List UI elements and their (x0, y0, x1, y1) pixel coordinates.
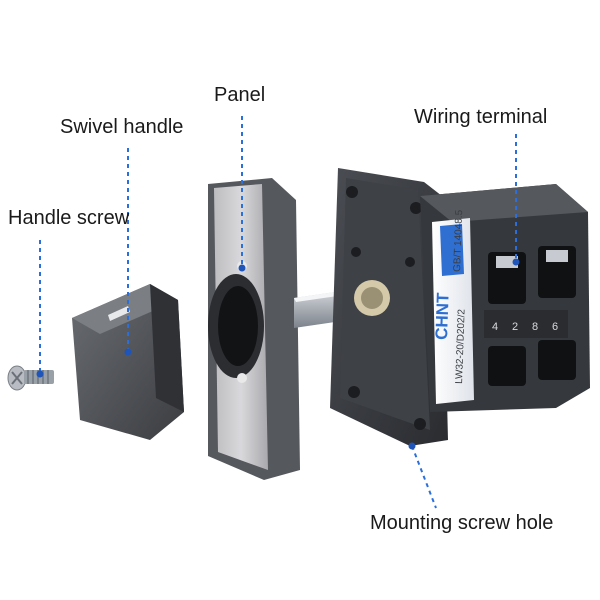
leader-dot-handle-screw (36, 370, 44, 378)
label-handle-screw: Handle screw (8, 207, 130, 229)
swivel-handle-part (72, 284, 184, 440)
terminal-number-1: 4 (492, 321, 498, 333)
model-marking: LW32-20/D202/2 (454, 308, 468, 384)
terminal-number-2: 2 (512, 321, 518, 333)
leader-dots (36, 258, 520, 450)
leader-dot-wiring-terminal (512, 258, 520, 266)
leader-dot-panel (238, 264, 246, 272)
switch-body-part (330, 168, 448, 446)
panel-part (208, 178, 300, 480)
leader-lines (39, 116, 517, 509)
product-markings: CHNT GB/T 14048.5 LW32-20/D202/2 4 2 8 6 (432, 209, 558, 384)
label-mounting-screw-hole: Mounting screw hole (370, 512, 554, 534)
contact-block-part (420, 184, 590, 412)
leader-dot-swivel-handle (124, 348, 132, 356)
handle-screw-part (7, 365, 54, 391)
label-wiring-terminal: Wiring terminal (414, 106, 548, 128)
leader-dot-mounting-screw-hole (408, 442, 416, 450)
brand-marking: CHNT (432, 292, 453, 340)
terminal-number-4: 6 (552, 321, 558, 333)
standard-marking: GB/T 14048.5 (452, 209, 465, 272)
label-panel: Panel (214, 84, 266, 106)
leader-line-mounting-screw-hole (411, 445, 437, 509)
terminal-number-3: 8 (532, 321, 538, 333)
label-swivel-handle: Swivel handle (60, 116, 184, 138)
